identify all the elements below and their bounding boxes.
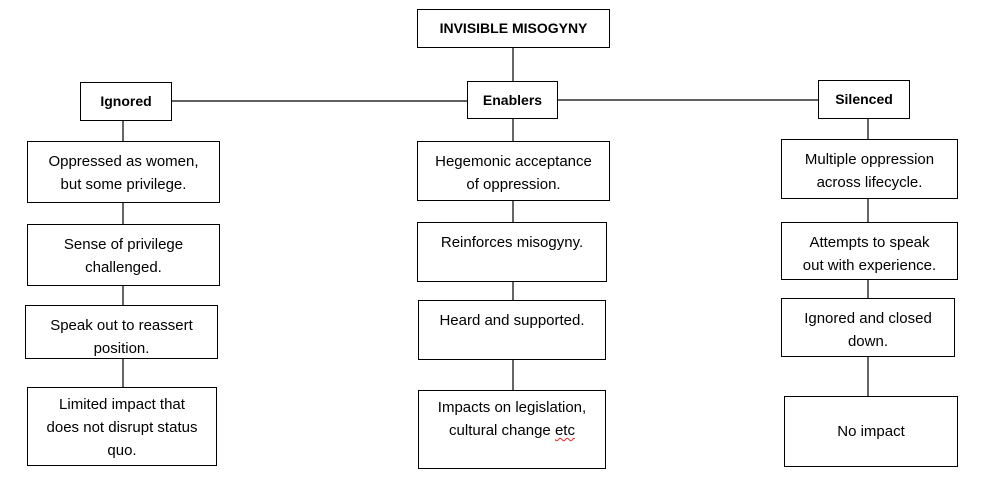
silenced-step-2: Attempts to speak out with experience.: [781, 222, 958, 280]
silenced-step-3: Ignored and closed down.: [781, 298, 955, 357]
ignored-step-4-label: Limited impact that does not disrupt sta…: [46, 396, 198, 459]
silenced-step-1-label: Multiple oppression across lifecycle.: [804, 151, 935, 191]
silenced-step-4: No impact: [784, 396, 958, 467]
enablers-step-2: Reinforces misogyny.: [417, 222, 607, 282]
enablers-step-4: Impacts on legislation, cultural change …: [418, 390, 606, 469]
ignored-step-1-label: Oppressed as women, but some privilege.: [48, 153, 199, 193]
ignored-step-3: Speak out to reassert position.: [25, 305, 218, 359]
silenced-step-4-label: No impact: [837, 423, 905, 440]
silenced-step-2-label: Attempts to speak out with experience.: [802, 234, 937, 274]
enablers-step-4-label: Impacts on legislation, cultural change …: [438, 396, 586, 442]
enablers-step-3: Heard and supported.: [418, 300, 606, 360]
title-box: INVISIBLE MISOGYNY: [417, 9, 610, 48]
enablers-step-4-flagged-word: etc: [554, 422, 575, 439]
heading-enablers-label: Enablers: [482, 91, 543, 108]
enablers-step-2-label: Reinforces misogyny.: [440, 234, 584, 251]
heading-silenced: Silenced: [818, 80, 910, 119]
heading-enablers: Enablers: [467, 81, 558, 119]
ignored-step-4: Limited impact that does not disrupt sta…: [27, 387, 217, 466]
heading-silenced-label: Silenced: [835, 91, 893, 107]
heading-ignored-label: Ignored: [100, 93, 152, 109]
ignored-step-1: Oppressed as women, but some privilege.: [27, 141, 220, 203]
ignored-step-2: Sense of privilege challenged.: [27, 224, 220, 286]
ignored-step-2-label: Sense of privilege challenged.: [63, 236, 184, 276]
silenced-step-3-label: Ignored and closed down.: [804, 310, 932, 350]
enablers-step-1: Hegemonic acceptance of oppression.: [417, 141, 610, 201]
enablers-step-1-label: Hegemonic acceptance of oppression.: [435, 153, 592, 193]
heading-ignored: Ignored: [80, 82, 172, 121]
enablers-step-4-text: Impacts on legislation, cultural change: [437, 399, 587, 439]
title-label: INVISIBLE MISOGYNY: [439, 20, 588, 36]
silenced-step-1: Multiple oppression across lifecycle.: [781, 139, 958, 199]
enablers-step-3-label: Heard and supported.: [439, 312, 585, 329]
ignored-step-3-label: Speak out to reassert position.: [50, 317, 193, 357]
